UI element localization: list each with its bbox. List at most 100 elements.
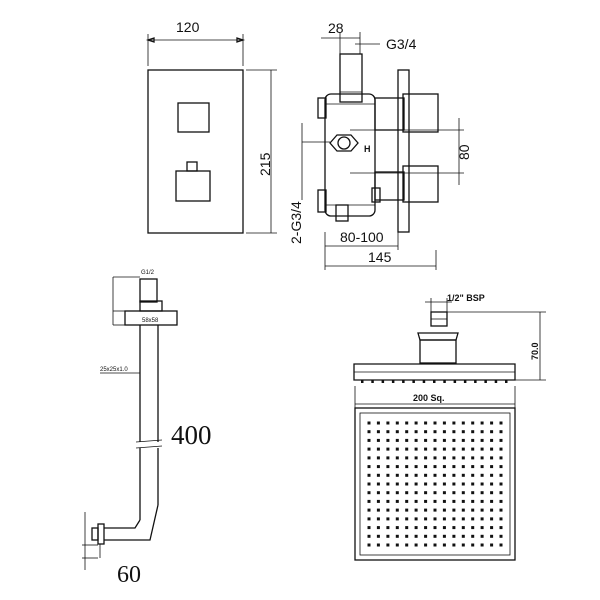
head-size-label: 200 Sq. — [413, 393, 445, 403]
nozzle-dot — [414, 491, 418, 495]
nozzle-dot — [490, 473, 494, 477]
nozzle-dot — [461, 482, 465, 486]
nozzle-dot — [405, 517, 409, 521]
nozzle-dot — [424, 473, 428, 477]
nozzle-dot — [433, 465, 437, 469]
nozzle-dot — [414, 482, 418, 486]
nozzle-dot — [395, 543, 399, 547]
nozzle-dot — [471, 543, 475, 547]
nozzle-dot — [442, 473, 446, 477]
nozzle-dot — [376, 543, 380, 547]
nozzle-dot — [499, 543, 503, 547]
nozzle-dot — [367, 473, 371, 477]
nozzle-dot — [433, 421, 437, 425]
nozzle-dot — [414, 534, 418, 538]
nozzle-dot — [490, 499, 494, 503]
nozzle-dot — [405, 447, 409, 451]
nozzle-dot — [367, 430, 371, 434]
nozzle-dot — [414, 421, 418, 425]
nozzle-dot — [405, 456, 409, 460]
connector-label: 1/2" BSP — [447, 293, 485, 303]
nozzle-dot — [452, 508, 456, 512]
nozzle-dot — [480, 526, 484, 530]
nozzle-dot — [442, 438, 446, 442]
arm-tube-label: 25x25x1.0 — [100, 367, 128, 373]
nozzle-dot — [471, 526, 475, 530]
nozzle-dot — [480, 508, 484, 512]
nozzle-dot — [461, 526, 465, 530]
nozzle-dot — [433, 508, 437, 512]
arm-flange-label: 58x58 — [142, 318, 159, 324]
side-nozzle — [474, 380, 477, 383]
nozzle-dot — [490, 517, 494, 521]
nozzle-dot — [471, 421, 475, 425]
nozzle-dot — [376, 499, 380, 503]
nozzle-dot — [367, 438, 371, 442]
nozzle-dot — [367, 517, 371, 521]
nozzle-dot — [471, 508, 475, 512]
nozzle-dot — [499, 508, 503, 512]
valve-upper-handle — [177, 102, 210, 133]
nozzle-dot — [480, 517, 484, 521]
nozzle-dot — [490, 456, 494, 460]
nozzle-dot — [414, 499, 418, 503]
valve-front-view: 120 215 — [145, 19, 277, 234]
nozzle-dot — [405, 543, 409, 547]
nozzle-dot — [424, 421, 428, 425]
nozzle-dot — [433, 491, 437, 495]
nozzle-dot — [499, 517, 503, 521]
nozzle-dot — [376, 447, 380, 451]
nozzle-dot — [376, 421, 380, 425]
depth-28-label: 28 — [328, 20, 344, 36]
shower-arm-view: G1/2 58x58 25x25x1.0 400 60 — [82, 270, 212, 588]
nozzle-dot — [367, 447, 371, 451]
side-nozzle — [463, 380, 467, 383]
nozzle-dot — [395, 534, 399, 538]
nozzle-dot — [461, 456, 465, 460]
nozzle-dot — [452, 526, 456, 530]
nozzle-dot — [433, 430, 437, 434]
nozzle-dot — [424, 543, 428, 547]
nozzle-dot — [386, 508, 390, 512]
nozzle-dot — [405, 499, 409, 503]
nozzle-dot — [386, 543, 390, 547]
nozzle-dot — [386, 447, 390, 451]
nozzle-dot — [395, 526, 399, 530]
side-nozzle — [505, 380, 508, 383]
nozzle-dot — [490, 447, 494, 451]
nozzle-dot — [471, 482, 475, 486]
shower-head-face-view — [354, 407, 516, 561]
nozzle-dot — [433, 499, 437, 503]
nozzle-dot — [376, 430, 380, 434]
nozzle-dot — [424, 430, 428, 434]
nozzle-dot — [433, 543, 437, 547]
nozzle-dot — [367, 465, 371, 469]
nozzle-dot — [480, 438, 484, 442]
nozzle-dot — [471, 517, 475, 521]
nozzle-dot — [405, 491, 409, 495]
nozzle-dot — [414, 543, 418, 547]
nozzle-dot — [442, 465, 446, 469]
nozzle-dot — [386, 526, 390, 530]
inlet-thread-label: 2-G3/4 — [288, 201, 304, 244]
outlet-thread-label: G3/4 — [386, 36, 417, 52]
shower-head-side-view: 1/2" BSP 70.0 200 Sq. — [353, 293, 546, 410]
nozzle-dot — [442, 526, 446, 530]
nozzle-dot — [386, 421, 390, 425]
nozzle-dot — [480, 499, 484, 503]
side-nozzle — [381, 380, 385, 383]
nozzle-dot — [386, 534, 390, 538]
nozzle-dot — [480, 491, 484, 495]
arm-thread-label: G1/2 — [141, 270, 155, 276]
nozzle-dot — [386, 465, 390, 469]
total-145-label: 145 — [368, 249, 392, 265]
nozzle-dot — [386, 430, 390, 434]
nozzle-dot — [452, 465, 456, 469]
nozzle-dot — [461, 430, 465, 434]
nozzle-dot — [395, 499, 399, 503]
nozzle-dot — [424, 517, 428, 521]
nozzle-dot — [376, 465, 380, 469]
nozzle-dot — [424, 482, 428, 486]
nozzle-dot — [386, 482, 390, 486]
nozzle-dot — [471, 438, 475, 442]
